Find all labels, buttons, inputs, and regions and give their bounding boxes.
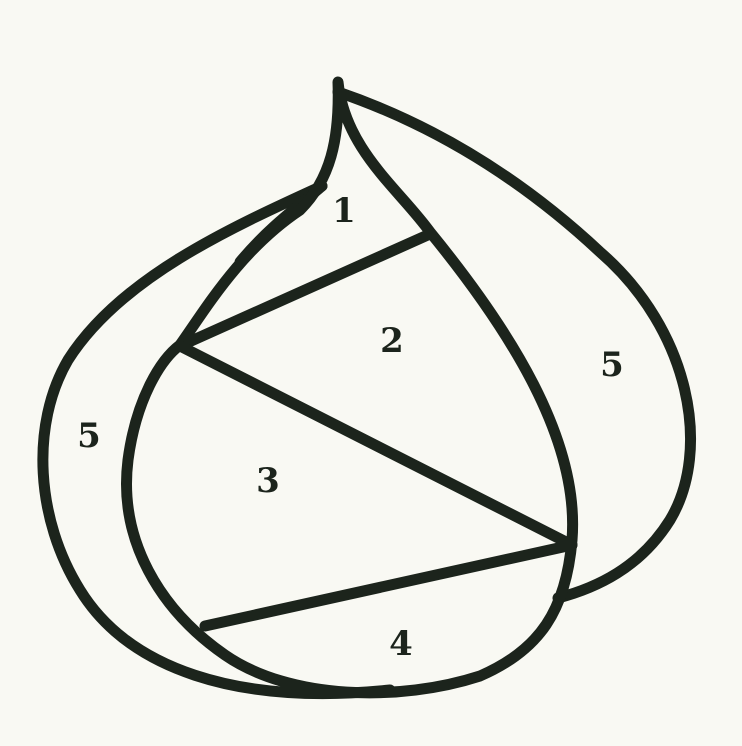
- divider-2-3: [180, 346, 572, 545]
- section-label-4: 4: [389, 624, 413, 664]
- section-label-1: 1: [332, 191, 356, 231]
- section-label-5-left: 5: [77, 416, 101, 456]
- section-label-3: 3: [256, 461, 280, 501]
- section-label-2: 2: [380, 321, 404, 361]
- divider-3-4: [205, 545, 572, 626]
- section-label-5-right: 5: [600, 345, 624, 385]
